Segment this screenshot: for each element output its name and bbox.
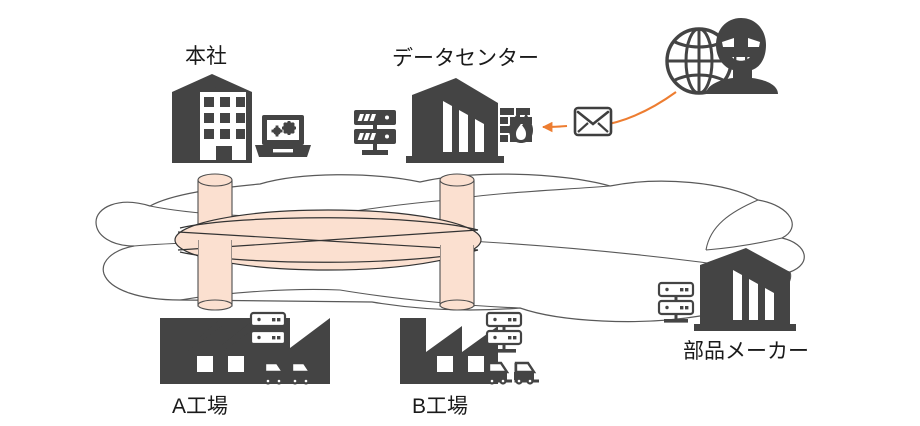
factory-icon-a [160,318,330,384]
server-rack-icon-datacenter [354,110,396,155]
forklift-icon-b2 [514,361,539,385]
core-network-ellipse [174,209,482,271]
label-factory-b: B工場 [412,395,469,418]
hacker-icon [706,18,778,94]
firewall-icon [500,108,533,143]
data-center-building-icon [406,78,504,163]
laptop-gears-icon [255,115,311,157]
pipe-data-center-front [440,245,474,306]
label-factory-a: A工場 [172,395,229,418]
envelope-icon [573,106,613,137]
factory-icon-b [400,318,498,384]
server-rack-icon-parts-maker [657,281,695,323]
parts-maker-building-icon [694,248,796,331]
forklift-icon-a2 [290,361,315,385]
forklift-icon-b1 [487,361,512,385]
server-rack-icon-factory-a [249,311,287,353]
office-building-icon [172,74,252,163]
label-data-center: データセンター [392,47,539,70]
label-parts-maker: 部品メーカー [683,340,809,363]
pipe-headquarters-front [198,240,232,306]
server-rack-icon-factory-b [485,311,523,353]
forklift-icon-a1 [263,361,288,385]
label-headquarters: 本社 [185,45,227,68]
